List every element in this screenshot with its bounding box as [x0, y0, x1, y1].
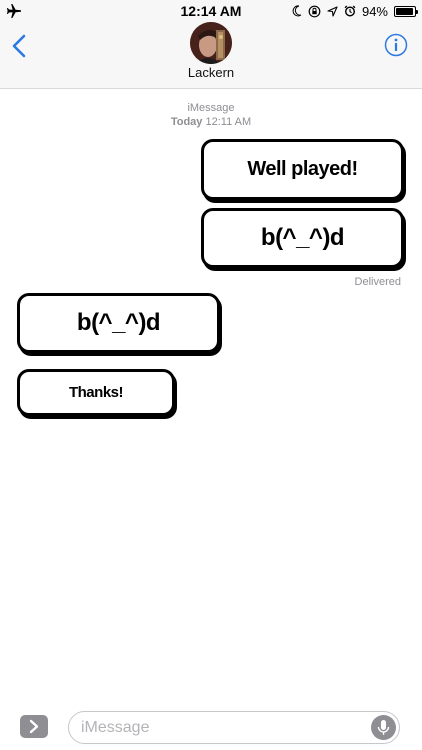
status-time: 12:14 AM — [180, 3, 242, 19]
location-icon — [327, 5, 338, 17]
avatar-photo — [190, 22, 232, 64]
airplane-icon — [7, 4, 21, 18]
message-outgoing-sticker[interactable]: b(^_^)d — [201, 208, 404, 268]
chevron-left-icon[interactable] — [8, 33, 32, 59]
conversation-header: Lackern — [0, 22, 422, 89]
alarm-icon — [344, 5, 356, 17]
message-input-container — [68, 711, 400, 744]
chevron-right-icon — [29, 719, 39, 734]
microphone-icon — [377, 720, 390, 735]
timestamp-time: 12:11 AM — [205, 116, 252, 128]
conversation-timestamp: Today 12:11 AM — [0, 116, 422, 128]
contact-name[interactable]: Lackern — [187, 65, 235, 80]
timestamp-day: Today — [170, 116, 203, 128]
message-incoming-sticker[interactable]: b(^_^)d — [17, 293, 220, 353]
info-icon[interactable] — [384, 33, 408, 57]
battery-percent: 94% — [361, 3, 388, 19]
status-right-group: 94% — [292, 3, 418, 19]
status-bar: 12:14 AM 94% — [0, 0, 422, 22]
rotation-lock-icon — [308, 5, 321, 17]
avatar[interactable] — [190, 22, 232, 64]
delivered-status: Delivered — [354, 276, 401, 288]
battery-level-fill — [396, 7, 413, 15]
message-input[interactable] — [81, 717, 361, 739]
battery-icon — [394, 5, 418, 17]
message-outgoing-sticker[interactable]: Well played! — [201, 139, 404, 200]
dictation-button[interactable] — [371, 715, 396, 740]
app-drawer-button[interactable] — [20, 715, 48, 738]
moon-icon — [292, 5, 302, 17]
service-label: iMessage — [187, 102, 235, 114]
message-incoming-sticker[interactable]: Thanks! — [17, 369, 175, 416]
